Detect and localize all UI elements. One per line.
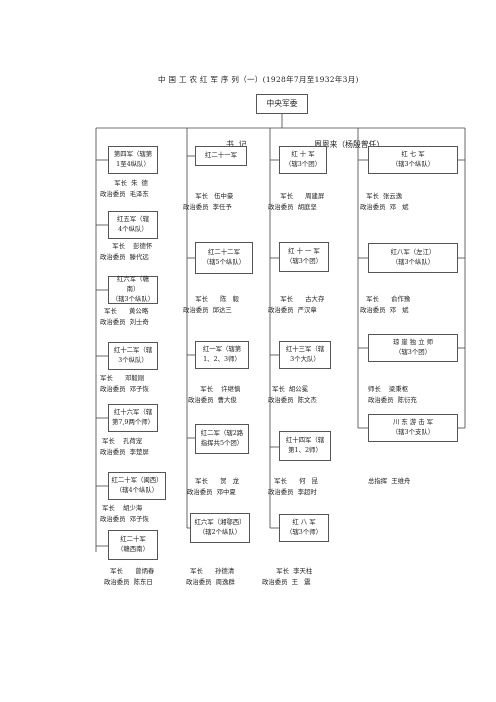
army-box: 红十四军（辖 第1、2师） <box>279 431 331 461</box>
army-leaders: 军长 李天柱 政治委员 王 震 <box>262 567 313 586</box>
army-box: 红十六军（辖 第7,9两个师） <box>108 404 158 432</box>
army-leaders: 军长 孙德清 政治委员 周逸群 <box>186 567 235 586</box>
army-box: 红五军（辖 4个纵队） <box>108 211 158 239</box>
army-leaders: 军长 朱 德 政治委员 毛泽东 <box>100 179 149 198</box>
central-military-commission-box: 中央军委 <box>256 94 308 114</box>
secretary-label: 书 记 <box>226 140 247 149</box>
army-box: 红十二军（辖 3个纵队） <box>108 342 158 370</box>
army-leaders: 师长 梁秉枢 政治委员 陈衍充 <box>368 385 417 404</box>
army-box: 红二十二军 （辖5个纵队） <box>195 242 253 274</box>
army-box: 琼 崖 独 立 师 （辖3个团） <box>368 334 458 362</box>
army-leaders: 军长 张云逸 政治委员 邓 斌 <box>360 192 409 211</box>
army-leaders: 军长 何 昆 政治委员 李超时 <box>268 477 318 496</box>
army-box: 红二军（辖2路 指挥共5个团） <box>195 424 249 454</box>
army-leaders: 军长 邓毅刚 政治委员 邓子恢 <box>100 374 149 393</box>
army-box: 红六军（湘鄂西） （辖2个纵队） <box>190 513 250 543</box>
army-box: 红十三军（辖 3个大队） <box>279 341 331 369</box>
army-box: 红二十军 （赣西南） <box>108 530 158 560</box>
army-leaders: 军长 周建屏 政治委员 胡庭坚 <box>268 192 325 211</box>
army-leaders: 军长 黄公略 政治委员 刘士奇 <box>100 307 149 326</box>
army-leaders: 军长 俞作豫 政治委员 邓 斌 <box>360 295 411 314</box>
army-box: 川 东 游 击 军 （辖3个支队） <box>368 414 458 442</box>
army-leaders: 军长 陈 毅 政治委员 邱达三 <box>183 295 240 314</box>
army-leaders: 军长 曾炳春 政治委员 陈东日 <box>104 567 155 586</box>
secretary-value: 周恩来（杨殷曾任） <box>314 140 385 149</box>
army-box: 红二十一军 <box>195 146 247 166</box>
army-box: 红 八 军 （辖3个师） <box>279 514 329 542</box>
army-box: 红八军（左江） （辖3个纵队） <box>368 243 458 273</box>
army-box: 红一军（辖第 1、2、3师） <box>195 341 249 369</box>
army-box: 红 十 一 军 （辖3个团） <box>279 242 329 272</box>
army-box: 红二十军（闽西） （辖4个纵队） <box>108 472 166 500</box>
army-leaders: 军长 胡少海 政治委员 邓子恢 <box>100 504 149 523</box>
chart-title: 中 国 工 农 红 军 序 列（一）(1928年7月至1932年3月) <box>158 75 359 84</box>
army-leaders: 军长 胡公冕 政治委员 陈文杰 <box>268 385 317 404</box>
army-leaders: 军长 伍中豪 政治委员 李任予 <box>183 192 234 211</box>
army-leaders: 军长 贺 龙 政治委员 邓中夏 <box>187 477 239 496</box>
army-box: 红六军（赣南） （辖3个纵队） <box>108 275 158 304</box>
army-leaders: 军长 古大存 政治委员 严汉章 <box>268 295 325 314</box>
army-box: 红 十 军 （辖3个团） <box>279 146 327 174</box>
army-leaders: 总指挥 王维舟 <box>368 477 411 485</box>
army-box: 第四军（辖第 1至4纵队） <box>108 146 158 174</box>
army-leaders: 军长 孔荷宠 政治委员 李楚屏 <box>100 437 149 456</box>
army-leaders: 军长 彭德怀 政治委员 滕代远 <box>100 242 153 261</box>
army-box: 红 七 军 （辖3个纵队） <box>368 146 458 174</box>
army-leaders: 军长 许继慎 政治委员 曹大俊 <box>188 385 241 404</box>
